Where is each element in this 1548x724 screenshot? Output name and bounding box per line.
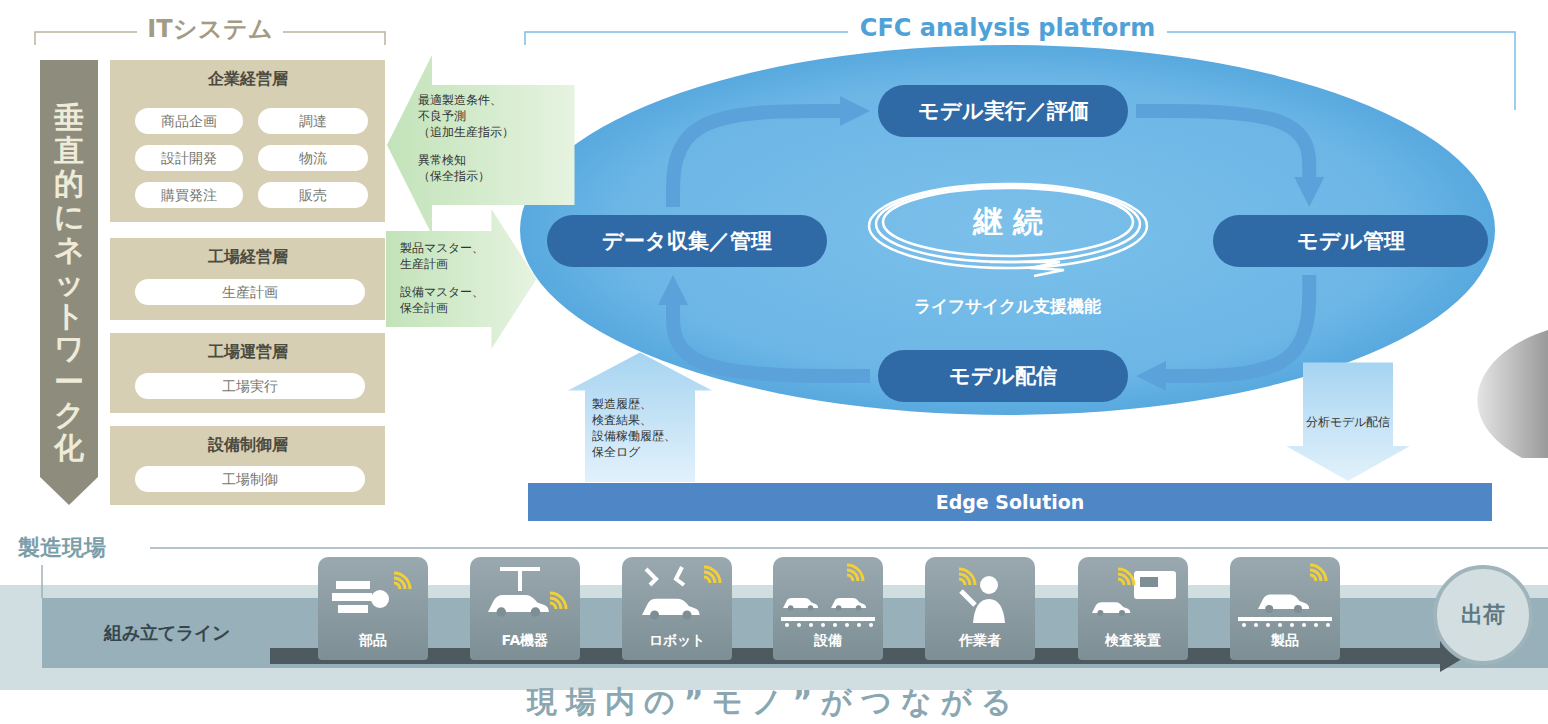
function-pill-text: 調達 [299, 111, 327, 131]
shipping-circle: 出荷 [1433, 565, 1533, 665]
flow-arrow [1286, 362, 1410, 481]
device-icon [1230, 561, 1340, 631]
vertical-band: 垂直的にネットワーク化 [40, 60, 98, 505]
function-pill: 販売 [258, 182, 368, 208]
device-icon [773, 561, 883, 631]
function-pill-text: 購買発注 [161, 185, 217, 205]
assembly-line-text: 組み立てライン [104, 621, 230, 645]
process-pill-text: モデル実行／評価 [918, 97, 1089, 125]
function-pill-text: 生産計画 [222, 282, 278, 302]
edge-label: 分析モデル配信 [1288, 414, 1408, 430]
function-pill-text: 設計開発 [161, 148, 217, 168]
device-card: 部品 [318, 557, 428, 660]
function-pill: 工場実行 [135, 373, 365, 399]
caption-text: 現場内の”モノ”がつながる [527, 684, 1021, 720]
function-pill: 購買発注 [135, 182, 243, 208]
process-pill: モデル配信 [878, 350, 1128, 402]
function-pill: 商品企画 [135, 108, 243, 134]
function-pill: 設計開発 [135, 145, 243, 171]
arrow-note: 製品マスター、 生産計画 [400, 240, 512, 272]
process-pill: モデル管理 [1213, 215, 1488, 267]
function-pill: 生産計画 [135, 279, 365, 305]
process-pill-text: モデル配信 [949, 362, 1057, 390]
device-icon [925, 561, 1035, 631]
device-card: 作業者 [925, 557, 1035, 660]
layer-box-text: 設備制御層 [208, 434, 288, 456]
layer-box: 設備制御層工場制御 [110, 426, 385, 505]
arrow-note: 異常検知 （保全指示） [418, 152, 530, 184]
device-card-text: 製品 [1271, 632, 1299, 650]
edge-bar-text: Edge Solution [936, 491, 1085, 513]
layer-box-text: 工場経営層 [208, 246, 288, 268]
layer-box-text: 企業経営層 [208, 68, 288, 90]
layer-box: 企業経営層商品企画 調達設計開発 物流購買発注 販売 [110, 60, 385, 222]
platform-ellipse-text: CFC analysis platform [848, 13, 1167, 43]
function-pill-text: 工場実行 [222, 376, 278, 396]
edge-bar: Edge Solution [528, 483, 1492, 521]
device-card-text: FA機器 [502, 632, 549, 650]
process-pill-text: モデル管理 [1297, 227, 1405, 255]
device-card: FA機器 [470, 557, 580, 660]
device-card: ロボット [622, 557, 732, 660]
vertical-band-text: 垂直的にネットワーク化 [54, 101, 84, 464]
function-pill: 調達 [258, 108, 368, 134]
process-pill-text: データ収集／管理 [602, 227, 772, 255]
device-card: 設備 [773, 557, 883, 660]
device-icon [1078, 561, 1188, 631]
cycle-crescent [1477, 330, 1548, 458]
flow-arrow [386, 209, 536, 349]
function-pill: 物流 [258, 145, 368, 171]
platform-ellipse: CFC analysis platform継続ライフサイクル支援機能モデル実行／… [520, 45, 1495, 415]
layer-box-text: 工場運営層 [208, 341, 288, 363]
section-heading: 製造現場 [18, 534, 138, 562]
device-icon [470, 561, 580, 631]
function-pill-text: 物流 [299, 148, 327, 168]
shipping-circle-text: 出荷 [1461, 600, 1505, 630]
device-card-text: 部品 [359, 632, 387, 650]
platform-ellipse-text: 継続 [963, 204, 1053, 240]
platform-ellipse-text: ライフサイクル支援機能 [914, 295, 1101, 317]
process-pill: データ収集／管理 [547, 215, 827, 267]
device-card-text: 作業者 [959, 632, 1001, 650]
function-pill-text: 販売 [299, 185, 327, 205]
device-card: 製品 [1230, 557, 1340, 660]
arrow-note: 最適製造条件、 不良予測 （追加生産指示） [418, 92, 530, 140]
assembly-line: 組み立てライン 部品 FA機器 ロボット 設備 作業者 検査装置 製品 出荷 [42, 598, 1548, 668]
device-card-text: ロボット [649, 632, 705, 650]
device-card-text: 設備 [814, 632, 842, 650]
layer-box: 工場運営層工場実行 [110, 333, 385, 413]
device-icon [622, 561, 732, 631]
device-card-text: 検査装置 [1105, 632, 1161, 650]
arrow-note: 設備マスター、 保全計画 [400, 284, 512, 316]
function-pill-text: 工場制御 [222, 469, 278, 489]
flow-arrow [568, 353, 712, 482]
section-heading: ITシステム [137, 14, 282, 44]
function-pill-text: 商品企画 [161, 111, 217, 131]
process-pill: モデル実行／評価 [878, 85, 1128, 137]
device-icon [318, 561, 428, 631]
layer-box: 工場経営層生産計画 [110, 238, 385, 320]
device-card: 検査装置 [1078, 557, 1188, 660]
arrow-note: 製造履歴、 検査結果、 設備稼働履歴、 保全ログ [592, 396, 696, 460]
function-pill: 工場制御 [135, 466, 365, 492]
